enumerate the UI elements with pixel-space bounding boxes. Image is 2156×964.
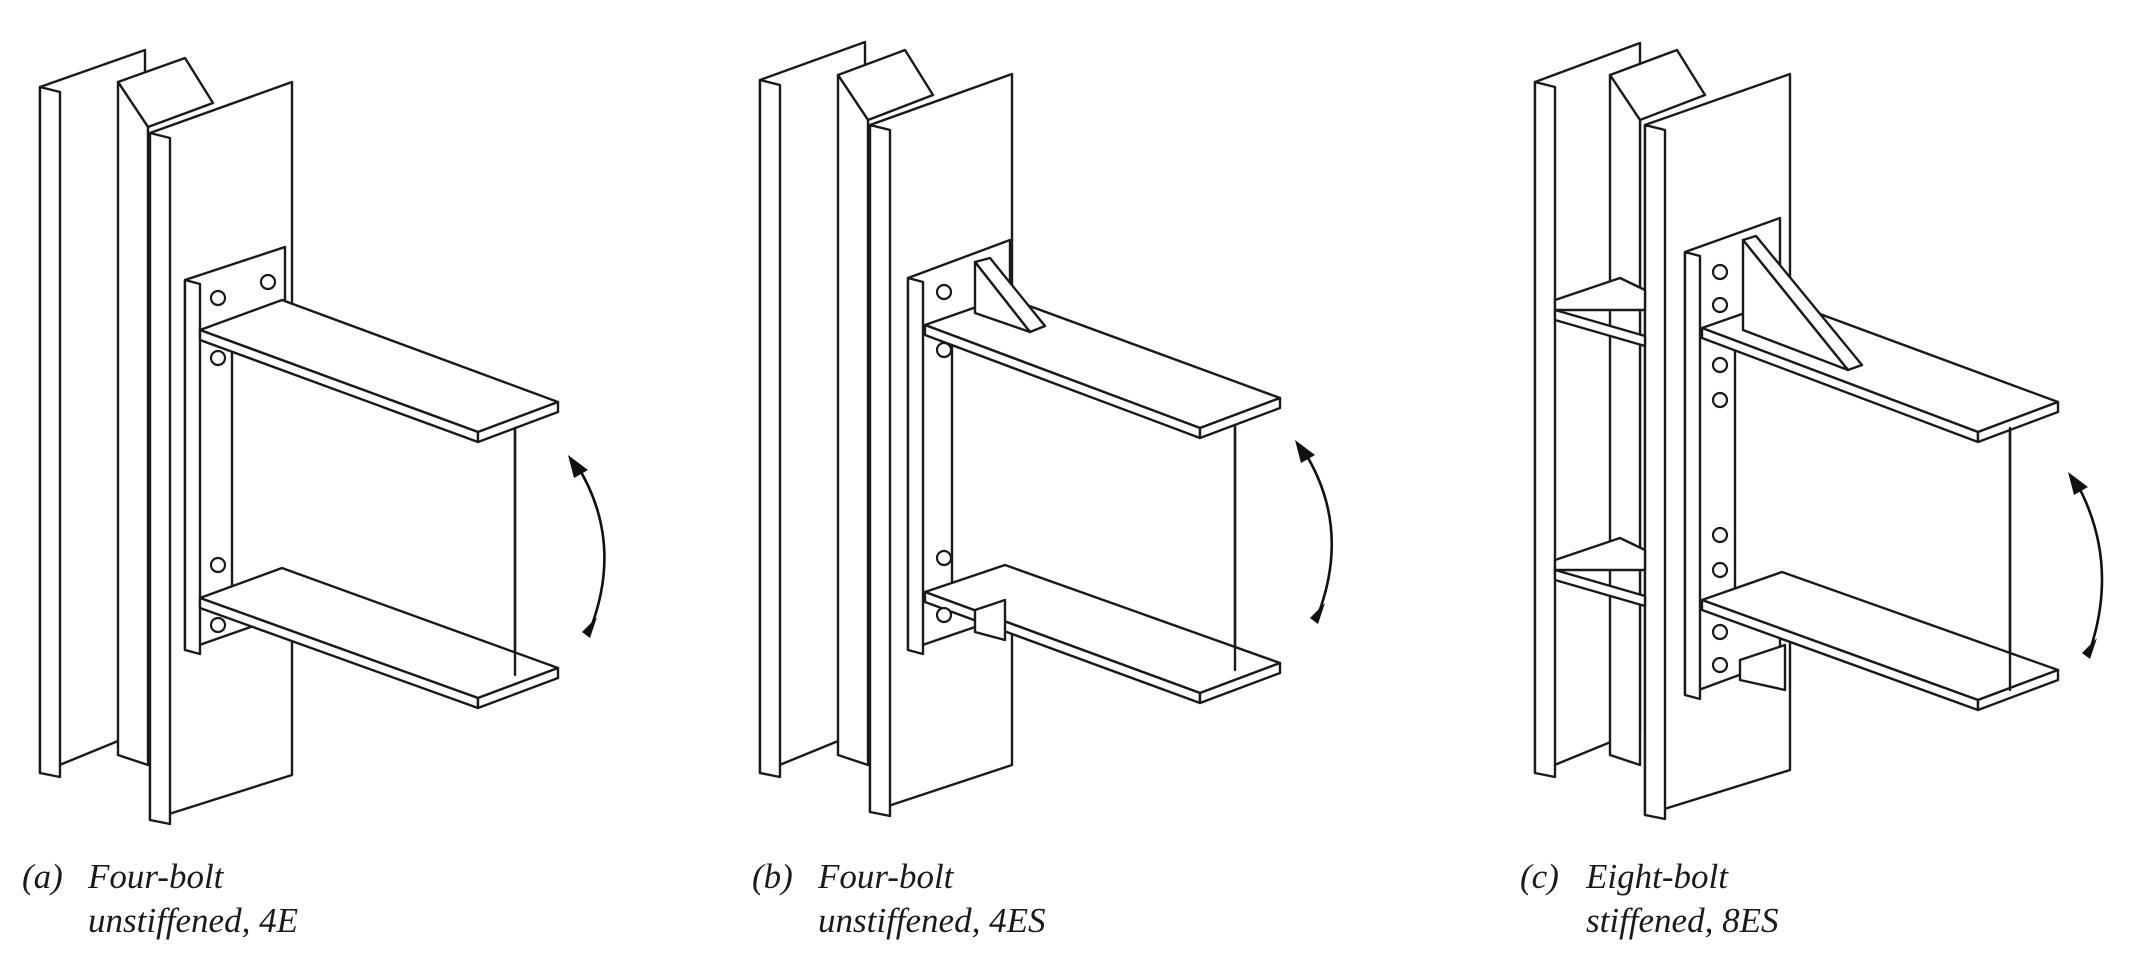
caption-c-line1: Eight-bolt [1586, 857, 1728, 896]
caption-b-label: (b) [752, 857, 793, 896]
caption-c-line2: stiffened, 8ES [1586, 901, 1779, 940]
moment-arrow-a [568, 455, 606, 638]
caption-c-label: (c) [1520, 857, 1559, 896]
stiffener-c [1738, 234, 1864, 692]
figure-c-drawing [1533, 41, 2104, 821]
moment-arrow-c [2068, 472, 2104, 659]
caption-a-line1: Four-bolt [88, 857, 224, 896]
caption-a-line2: unstiffened, 4E [88, 901, 298, 940]
stiffener-b [973, 256, 1047, 642]
bolts-a [209, 273, 277, 634]
caption-a: (a) Four-bolt unstiffened, 4E [22, 855, 298, 943]
beam-a [198, 298, 560, 710]
bolts-b [935, 283, 953, 624]
caption-b-line2: unstiffened, 4ES [818, 901, 1046, 940]
caption-c: (c) Eight-bolt stiffened, 8ES [1520, 855, 1778, 943]
column-stiffeners-c [1553, 276, 1647, 608]
beam-b [923, 295, 1282, 705]
figure-a-drawing [38, 48, 606, 826]
moment-arrow-b [1295, 440, 1334, 624]
caption-b: (b) Four-bolt unstiffened, 4ES [752, 855, 1045, 943]
figure-b-drawing [758, 40, 1334, 818]
caption-a-label: (a) [22, 857, 63, 896]
caption-b-line1: Four-bolt [818, 857, 954, 896]
bolts-c [1711, 263, 1729, 674]
